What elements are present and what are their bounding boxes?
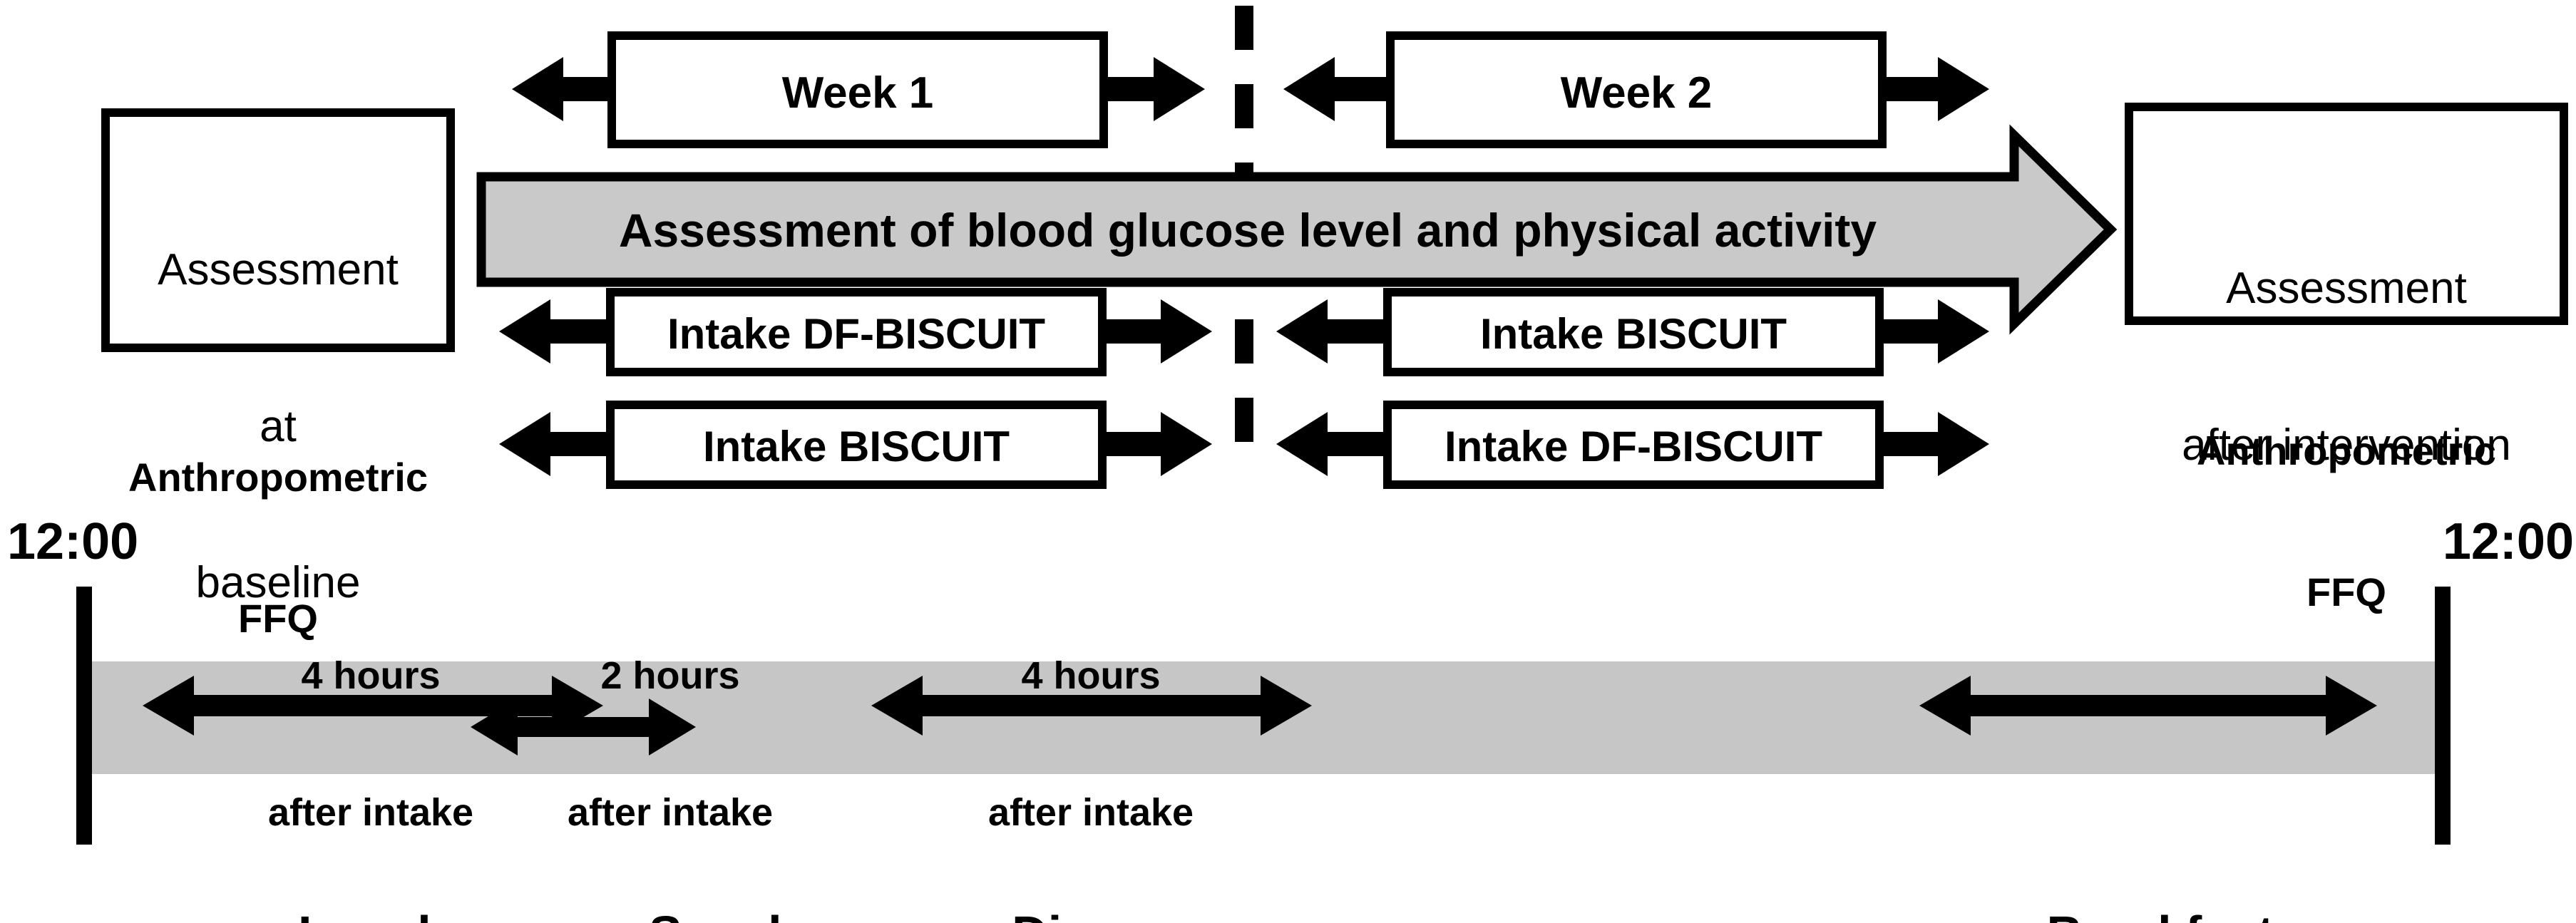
baseline-line-3: baseline <box>195 558 361 608</box>
meal-dinner-name: Dinner <box>920 904 1262 923</box>
meal-label-dinner: Dinner (Figure 4e,f) <box>920 787 1262 923</box>
baseline-assessment-label: Assessment at baseline <box>106 140 451 713</box>
interval-label-dinner: 4 hours after intake <box>948 563 1233 923</box>
baseline-line-1: Assessment <box>158 245 399 295</box>
interval-arrow-lunch-4-hours <box>143 676 603 736</box>
baseline-assessment-box <box>101 108 455 352</box>
intake-row-1-week2-group <box>1276 288 1989 376</box>
week2-box-group <box>1283 31 1989 148</box>
endpoint-caption-line-2: FFQ <box>2306 569 2386 615</box>
interval-snack-duration: 2 hours <box>600 654 740 698</box>
meal-breakfast-name: Breakfast <box>1954 904 2367 923</box>
endpoint-caption-line-1: Anthropometric <box>2197 428 2496 474</box>
intake-row-2-week2-label: Intake DF-BISCUIT <box>1444 423 1823 470</box>
interval-snack-qualifier: after intake <box>567 790 774 834</box>
week1-box-group <box>512 31 1205 148</box>
intake-row-1-week1-group <box>499 288 1212 376</box>
baseline-line-2: at <box>260 401 297 451</box>
week1-label: Week 1 <box>781 68 934 118</box>
timeline-start-time-label: 12:00 <box>7 513 139 570</box>
meal-label-lunch: Lunch (Figure 4a,b) <box>191 787 555 923</box>
interval-label-lunch: 4 hours after intake <box>228 563 513 923</box>
interval-dinner-qualifier: after intake <box>987 790 1194 834</box>
endpoint-line-2: after intervention <box>2182 420 2511 470</box>
interval-dinner-duration: 4 hours <box>1021 654 1161 698</box>
baseline-caption-line-1: Anthropometric <box>128 455 428 500</box>
interval-arrow-breakfast <box>1919 676 2377 736</box>
endpoint-assessment-box <box>2125 103 2568 325</box>
interval-arrow-dinner-4-hours <box>871 676 1312 736</box>
interval-lunch-duration: 4 hours <box>301 654 441 698</box>
intake-row-1-week1-label: Intake DF-BISCUIT <box>667 310 1046 358</box>
interval-arrow-snack-2-hours <box>471 698 696 756</box>
monitoring-band-label: Assessment of blood glucose level and ph… <box>618 204 1877 257</box>
intake-row-1-week2-label: Intake BISCUIT <box>1479 310 1787 358</box>
endpoint-caption: Anthropometric FFQ <box>2129 334 2564 711</box>
monitoring-arrow-band <box>476 124 2118 335</box>
meal-snack-name: Snack <box>555 904 890 923</box>
intake-row-2-week2-group <box>1276 401 1989 489</box>
intake-row-2-week1-group <box>499 401 1212 489</box>
meal-lunch-name: Lunch <box>191 904 555 923</box>
interval-label-snack: 2 hours after intake <box>528 563 813 923</box>
baseline-caption-line-2: FFQ <box>238 596 318 641</box>
meal-label-breakfast: Breakfast (Figure 4g,h) <box>1954 787 2367 923</box>
timeline-end-time-label: 12:00 <box>2442 513 2574 570</box>
week2-label: Week 2 <box>1560 68 1713 118</box>
endpoint-assessment-label: Assessment after intervention <box>2129 158 2564 575</box>
interval-lunch-qualifier: after intake <box>267 790 474 834</box>
intake-row-2-week1-label: Intake BISCUIT <box>702 423 1010 470</box>
baseline-caption: Anthropometric FFQ <box>84 360 472 737</box>
endpoint-line-1: Assessment <box>2226 264 2467 314</box>
meal-label-snack: Snack (Figure 4c,d) <box>555 787 890 923</box>
